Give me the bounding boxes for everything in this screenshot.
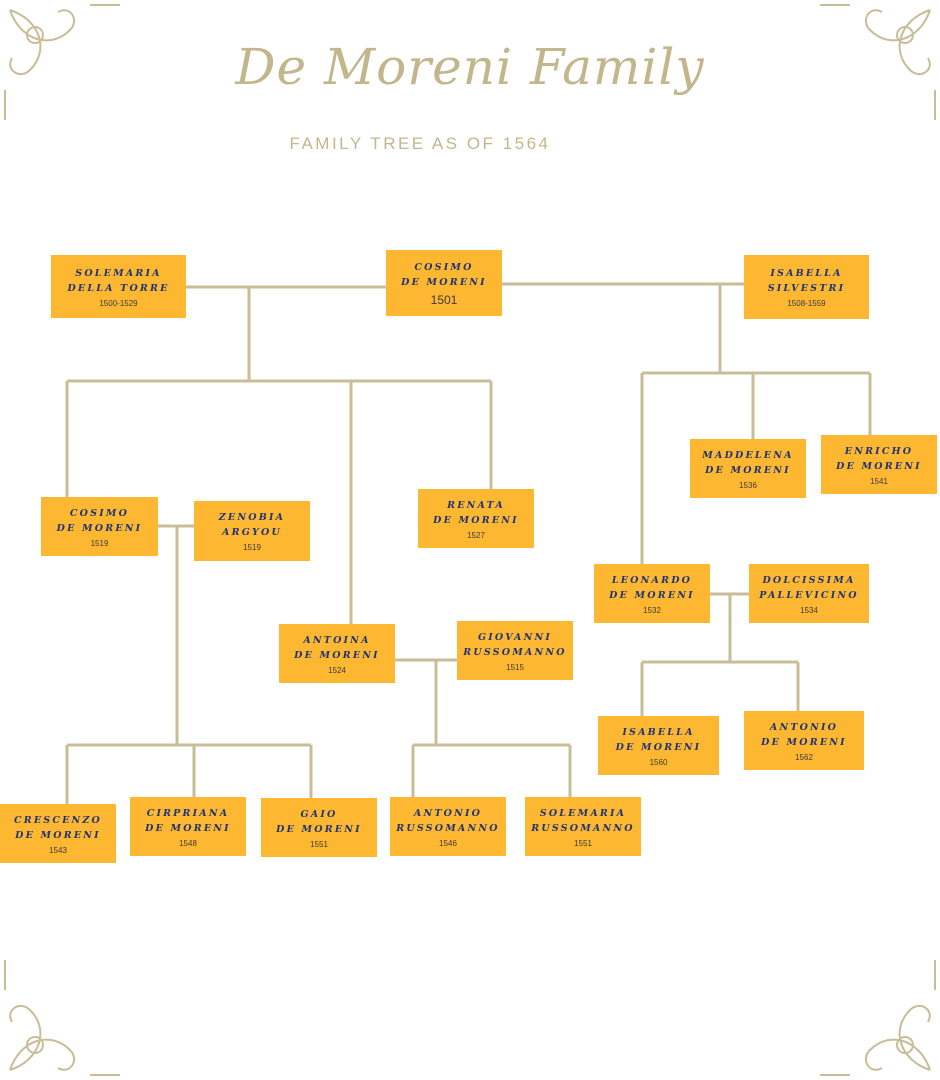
person-name-line1: LEONARDO [611, 574, 693, 586]
person-name-line1: COSIMO [414, 261, 474, 273]
person-name-line1: ENRICHO [844, 445, 914, 457]
person-name-line1: ANTONIO [413, 807, 483, 819]
person-years: 1532 [643, 605, 661, 615]
person-card: ZENOBIA ARGYOU 1519 [194, 501, 310, 561]
person-name-line2: DE MORENI [433, 514, 519, 526]
corner-ornament-icon [820, 4, 936, 120]
person-years: 1551 [574, 838, 592, 848]
person-card: GAIO DE MORENI 1551 [261, 798, 377, 857]
person-years: 1519 [90, 538, 109, 548]
person-name-line1: ISABELLA [770, 268, 843, 279]
person-years: 1536 [739, 480, 757, 490]
person-name-line1: CIRPRIANA [146, 807, 230, 819]
person-name-line1: CRESCENZO [13, 814, 103, 826]
person-years: 1541 [870, 476, 888, 486]
person-name-line2: RUSSOMANNO [396, 822, 500, 834]
person-card: COSIMO DE MORENI 1519 [41, 497, 158, 556]
person-name-line2: DE MORENI [145, 822, 231, 834]
person-name-line1: DOLCISSIMA [762, 574, 856, 586]
person-name-line1: ANTOINA [303, 634, 371, 646]
person-years: 1501 [430, 292, 458, 307]
person-card: GIOVANNI RUSSOMANNO 1515 [457, 621, 573, 680]
person-name-line2: RUSSOMANNO [463, 646, 567, 658]
person-years: 1515 [506, 662, 524, 672]
person-card: ANTONIO DE MORENI 1562 [744, 711, 864, 770]
person-name-line1: ISABELLA [622, 726, 695, 738]
person-years: 1534 [800, 605, 818, 615]
person-card: ENRICHO DE MORENI 1541 [821, 435, 937, 494]
person-name-line2: DE MORENI [615, 741, 702, 753]
person-card: MADDELENA DE MORENI 1536 [690, 439, 806, 498]
person-name-line2: DE MORENI [705, 464, 791, 476]
person-years: 1508-1559 [787, 299, 826, 308]
person-card: ISABELLA DE MORENI 1560 [598, 716, 719, 775]
person-name-line1: MADDELENA [702, 449, 794, 461]
person-name-line2: DELLA TORRE [67, 282, 170, 294]
person-name-line2: DE MORENI [609, 589, 695, 601]
person-name-line2: SILVESTRI [767, 283, 846, 294]
person-name-line2: PALLEVICINO [759, 589, 859, 601]
corner-ornament-icon [4, 960, 120, 1076]
person-years: 1551 [310, 839, 328, 849]
person-card: CRESCENZO DE MORENI 1543 [0, 804, 116, 863]
person-name-line1: ZENOBIA [218, 512, 286, 523]
person-name-line1: GIOVANNI [477, 631, 553, 643]
person-years: 1519 [243, 543, 261, 552]
person-name-line2: DE MORENI [15, 829, 101, 841]
person-years: 1546 [439, 838, 457, 848]
person-years: 1562 [795, 752, 813, 762]
person-name-line2: DE MORENI [56, 522, 143, 534]
person-years: 1500-1529 [99, 298, 138, 308]
person-name-line1: SOLEMARIA [75, 267, 162, 279]
person-card: DOLCISSIMA PALLEVICINO 1534 [749, 564, 869, 623]
person-card: RENATA DE MORENI 1527 [418, 489, 534, 548]
corner-ornament-icon [820, 960, 936, 1076]
person-card: COSIMO DE MORENI 1501 [386, 250, 502, 316]
person-years: 1543 [49, 845, 67, 855]
person-name-line2: DE MORENI [836, 460, 922, 472]
person-name-line2: RUSSOMANNO [531, 822, 635, 834]
page-subtitle: FAMILY TREE AS OF 1564 [289, 134, 551, 153]
person-name-line1: SOLEMARIA [539, 807, 627, 819]
person-name-line1: ANTONIO [769, 721, 839, 733]
person-name-line1: RENATA [447, 499, 505, 511]
corner-ornament-icon [4, 4, 120, 120]
person-name-line2: DE MORENI [401, 276, 487, 288]
person-name-line1: COSIMO [69, 507, 130, 519]
person-years: 1548 [179, 838, 197, 848]
person-card: ANTONIO RUSSOMANNO 1546 [390, 797, 506, 856]
person-card: CIRPRIANA DE MORENI 1548 [130, 797, 246, 856]
person-name-line2: DE MORENI [761, 736, 847, 748]
person-name-line2: DE MORENI [294, 649, 380, 661]
person-name-line2: DE MORENI [276, 823, 362, 835]
person-card: LEONARDO DE MORENI 1532 [594, 564, 710, 623]
page-title: De Moreni Family [235, 38, 705, 96]
person-name-line1: GAIO [300, 808, 338, 820]
person-card: ISABELLA SILVESTRI 1508-1559 [744, 255, 869, 319]
person-years: 1527 [467, 530, 485, 540]
person-name-line2: ARGYOU [222, 527, 282, 538]
person-years: 1560 [649, 757, 668, 767]
person-years: 1524 [328, 665, 346, 675]
person-card: ANTOINA DE MORENI 1524 [279, 624, 395, 683]
person-card: SOLEMARIA RUSSOMANNO 1551 [525, 797, 641, 856]
person-card: SOLEMARIA DELLA TORRE 1500-1529 [51, 255, 186, 318]
